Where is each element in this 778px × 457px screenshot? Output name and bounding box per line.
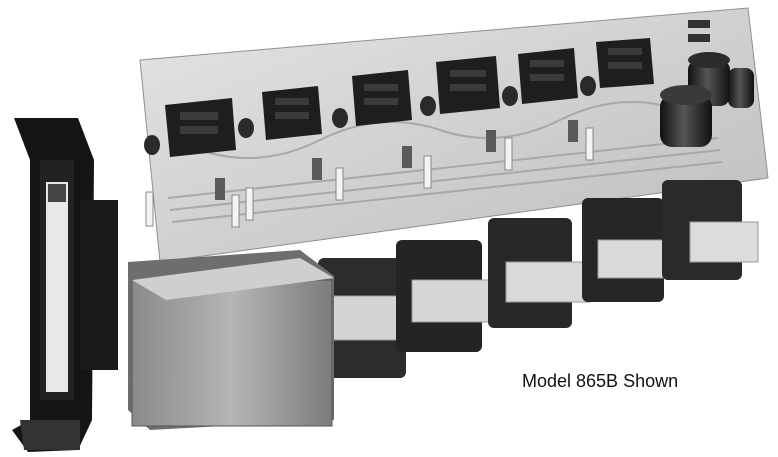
shield-box [128, 250, 334, 430]
relay-5-icon [518, 48, 578, 104]
relay-row [165, 38, 654, 157]
capacitor-icon [660, 52, 754, 147]
transformer-5-icon [582, 198, 681, 302]
transformer-3-icon [396, 240, 499, 352]
front-panel-bracket [12, 118, 118, 452]
relay-4-icon [436, 56, 500, 114]
small-components [144, 20, 710, 200]
relay-6-icon [596, 38, 654, 88]
transformer-4-icon [488, 218, 591, 328]
transformer-6-icon [662, 180, 759, 280]
model-caption: Model 865B Shown [522, 371, 679, 391]
standoff-pins [145, 127, 594, 228]
relay-2-icon [262, 86, 322, 140]
transformer-row [318, 180, 759, 378]
relay-1-icon [165, 98, 236, 157]
relay-3-icon [352, 70, 412, 126]
